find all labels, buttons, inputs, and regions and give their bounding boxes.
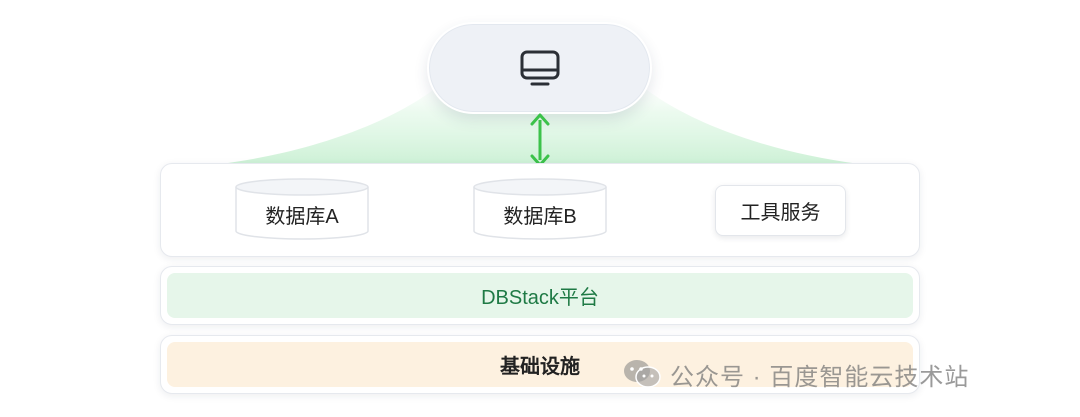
platform-label: DBStack平台 <box>167 273 913 318</box>
database-a: 数据库A <box>235 178 369 240</box>
database-b: 数据库B <box>473 178 607 240</box>
watermark-text: 公众号 · 百度智能云技术站 <box>670 363 970 391</box>
database-b-label: 数据库B <box>503 206 577 228</box>
wechat-icon <box>624 360 661 388</box>
client-node <box>427 22 652 114</box>
infrastructure-layer: 基础设施 <box>160 335 920 394</box>
database-cylinder-icon <box>473 178 607 240</box>
watermark: 公众号 · 百度智能云技术站 <box>622 356 969 392</box>
tool-service-box: 工具服务 <box>715 185 846 236</box>
infrastructure-label: 基础设施 <box>167 342 913 387</box>
double-arrow-icon <box>530 113 550 167</box>
database-a-label: 数据库A <box>265 206 339 228</box>
platform-layer: DBStack平台 <box>160 266 920 325</box>
monitor-icon <box>520 50 560 86</box>
database-cylinder-icon <box>235 178 369 240</box>
